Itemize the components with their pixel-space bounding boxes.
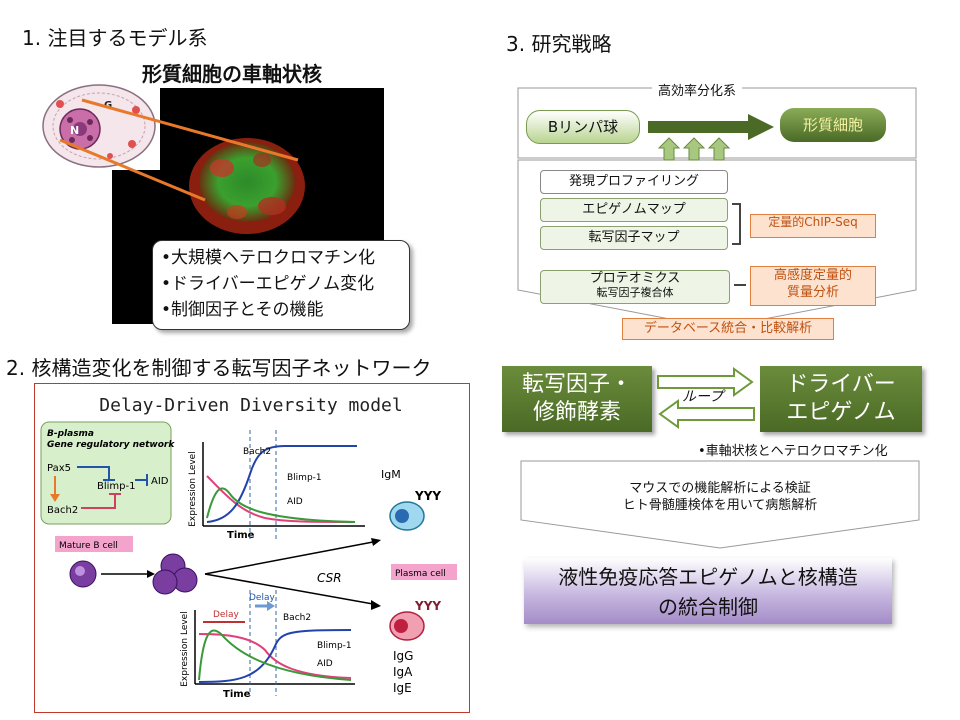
- differentiation-arrow: [648, 114, 774, 140]
- delay-label: Delay: [213, 610, 239, 620]
- network-pax5: Pax5: [47, 463, 71, 474]
- network-blimp1: Blimp-1: [97, 481, 135, 492]
- driver-epigenome-box: ドライバー エピゲノム: [760, 366, 922, 432]
- final-line-2: の統合制御: [658, 595, 758, 619]
- igg-antibody-icon: YYY: [414, 599, 441, 613]
- delay-label-2: Delay: [249, 593, 275, 603]
- plasma-label: Plasma cell: [395, 569, 446, 579]
- zoom-lines: [59, 98, 299, 202]
- igm-antibody-icon: YYY: [414, 489, 441, 503]
- top-xlabel: Time: [227, 530, 255, 541]
- database-box: データベース統合・比較解析: [622, 318, 834, 340]
- bottom-xlabel: Time: [223, 689, 251, 700]
- igm-label: IgM: [381, 468, 401, 481]
- loop-label: ループ: [682, 389, 724, 405]
- nucleus-label: N: [70, 124, 79, 137]
- bullet-heterochromatin: •大規模ヘテロクロマチン化: [161, 248, 376, 268]
- heterochromatin-note: •車軸状核とヘテロクロマチン化: [698, 444, 888, 459]
- delay-driven-diversity-figure: Delay-Driven Diversity model B-plasma Ge…: [34, 383, 470, 713]
- csr-label: CSR: [317, 571, 342, 585]
- proteomics-line-2: 転写因子複合体: [596, 286, 674, 299]
- loop-arrows: [657, 367, 755, 429]
- tf-line-1: 転写因子・: [521, 372, 632, 397]
- golgi-label: G: [104, 100, 112, 111]
- bracket: [732, 203, 741, 245]
- tf-enzyme-box: 転写因子・ 修飾酵素: [502, 366, 652, 432]
- proteomics-connector: [734, 284, 746, 286]
- top-blimp1: Blimp-1: [287, 473, 322, 483]
- iga-label: IgA: [393, 665, 413, 679]
- validation-text: マウスでの機能解析による検証 ヒト骨髄腫検体を用いて病態解析: [520, 480, 920, 514]
- top-aid: AID: [287, 497, 303, 507]
- panel3-heading: 3. 研究戦略: [506, 32, 612, 56]
- final-line-1: 液性免疫応答エピゲノムと核構造: [558, 565, 858, 589]
- tf-map-box: 転写因子マップ: [540, 226, 728, 250]
- panel1-heading: 1. 注目するモデル系: [22, 26, 208, 50]
- network-aid: AID: [151, 476, 169, 487]
- top-ylabel: Expression Level: [188, 451, 198, 526]
- cell-diagram: N G: [42, 84, 156, 168]
- model-title: Delay-Driven Diversity model: [99, 395, 402, 416]
- validation-line-1: マウスでの機能解析による検証: [629, 481, 811, 496]
- bullet-regulators: •制御因子とその機能: [161, 300, 324, 320]
- bottom-bach2: Bach2: [283, 613, 311, 623]
- mature-b-label: Mature B cell: [59, 541, 118, 551]
- chip-seq-box: 定量的ChIP-Seq: [750, 214, 876, 238]
- panel2-heading: 2. 核構造変化を制御する転写因子ネットワーク: [6, 356, 432, 380]
- b-cell-box: Bリンパ球: [526, 110, 640, 144]
- driver-line-1: ドライバー: [786, 372, 896, 397]
- up-arrows: [657, 137, 731, 161]
- top-bach2: Bach2: [243, 447, 271, 457]
- proteomics-line-1: プロテオミクス: [589, 271, 681, 286]
- driver-line-2: エピゲノム: [786, 400, 896, 425]
- proteomics-box: プロテオミクス 転写因子複合体: [540, 270, 730, 304]
- quant-ms-line-2: 質量分析: [786, 285, 839, 300]
- system-label: 高効率分化系: [652, 80, 743, 99]
- integrated-control-box: 液性免疫応答エピゲノムと核構造 の統合制御: [524, 558, 892, 624]
- plasma-cell-box: 形質細胞: [780, 108, 886, 142]
- ige-label: IgE: [393, 681, 412, 695]
- bottom-ylabel: Expression Level: [180, 611, 190, 686]
- network-title-1: B-plasma: [47, 429, 94, 439]
- bottom-blimp1: Blimp-1: [317, 641, 352, 651]
- tf-line-2: 修飾酵素: [532, 400, 621, 425]
- quant-ms-line-1: 高感度定量的: [773, 268, 852, 283]
- network-title-2: Gene regulatory network: [47, 440, 175, 450]
- quant-ms-box: 高感度定量的 質量分析: [750, 266, 876, 306]
- bullet-driver-epigenome: •ドライバーエピゲノム変化: [161, 274, 375, 294]
- ddd-model-svg: Delay-Driven Diversity model B-plasma Ge…: [40, 395, 457, 700]
- validation-chevron: [520, 460, 920, 549]
- expression-profiling-box: 発現プロファイリング: [540, 170, 728, 194]
- bottom-aid: AID: [317, 659, 333, 669]
- igg-label: IgG: [393, 649, 413, 663]
- validation-line-2: ヒト骨髄腫検体を用いて病態解析: [622, 498, 818, 513]
- epigenome-map-box: エピゲノムマップ: [540, 198, 728, 222]
- panel1-subtitle: 形質細胞の車軸状核: [142, 62, 322, 86]
- panel1-bullets: •大規模ヘテロクロマチン化 •ドライバーエピゲノム変化 •制御因子とその機能: [152, 240, 410, 330]
- network-bach2: Bach2: [47, 505, 78, 516]
